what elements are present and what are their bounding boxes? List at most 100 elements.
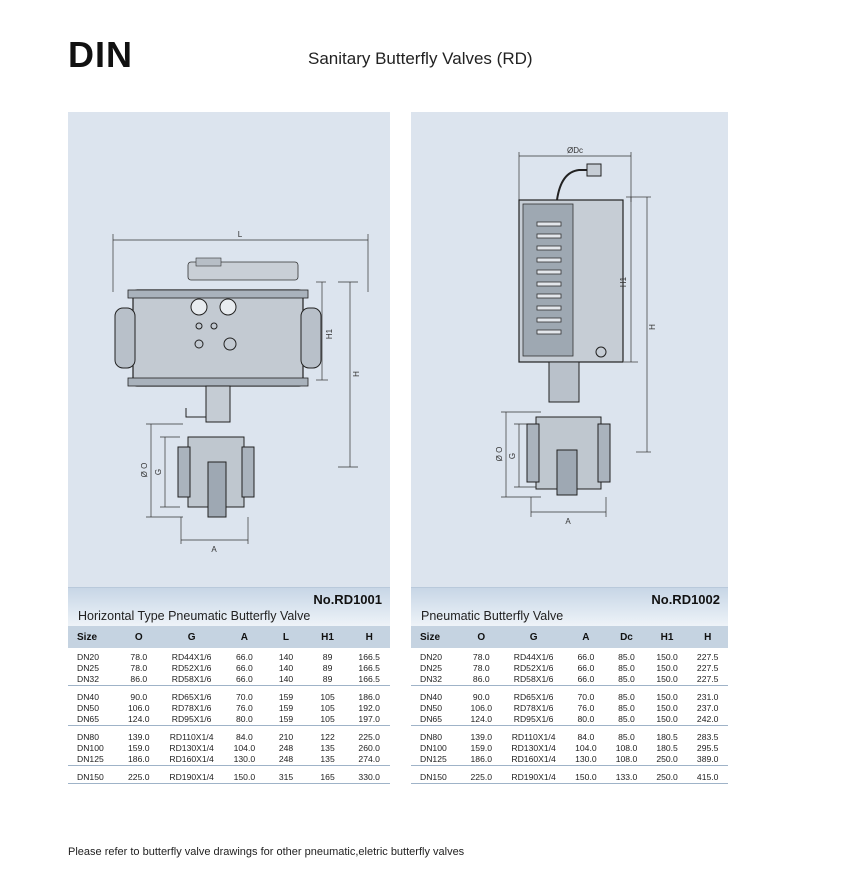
table-cell: DN25 bbox=[420, 663, 442, 673]
dim-label-o: Ø O bbox=[495, 447, 504, 462]
table-cell: 166.5 bbox=[358, 663, 380, 673]
valve-drawing-horizontal: L H1 H Ø O G A bbox=[112, 230, 369, 554]
table-cell: 283.5 bbox=[696, 732, 719, 742]
table-cell: DN20 bbox=[77, 652, 99, 662]
table-cell: 104.0 bbox=[233, 743, 256, 753]
table-cell: 150.0 bbox=[565, 772, 607, 784]
table-cell: 231.0 bbox=[696, 692, 719, 702]
column-header: H1 bbox=[646, 626, 688, 648]
table-cell: 78.0 bbox=[472, 652, 490, 662]
dim-label-dc: ØDc bbox=[567, 146, 583, 155]
table-cell: RD65X1/6 bbox=[171, 692, 212, 702]
column-header: H bbox=[348, 626, 390, 648]
column-header: O bbox=[461, 626, 502, 648]
table-cell: 106.0 bbox=[470, 703, 493, 713]
table-cell: DN50 bbox=[420, 703, 442, 713]
table-cell: DN150 bbox=[68, 772, 118, 784]
table-cell: 135 bbox=[320, 754, 335, 764]
drawing-rd1002: ØDc H1 H Ø O G A bbox=[411, 112, 728, 587]
table-cell: DN40 bbox=[420, 692, 442, 702]
table-cell: 274.0 bbox=[358, 754, 380, 764]
group-separator bbox=[411, 765, 728, 772]
table-cell: 85.0 bbox=[618, 692, 635, 702]
table-cell: 248 bbox=[278, 743, 294, 753]
table-cell: 180.5 bbox=[656, 732, 678, 742]
table-cell: 150.0 bbox=[656, 692, 678, 702]
table-cell: 186.0 bbox=[470, 754, 493, 764]
table-cell: 139.0 bbox=[128, 732, 150, 742]
table-cell: 166.5 bbox=[358, 652, 380, 662]
table-cell: 76.0 bbox=[236, 703, 253, 713]
column-header: O bbox=[118, 626, 160, 648]
table-cell: RD160X1/4 bbox=[169, 754, 214, 764]
table-cell: 66.0 bbox=[577, 652, 595, 662]
table-cell: RD44X1/6 bbox=[171, 652, 212, 662]
table-cell: 66.0 bbox=[577, 663, 595, 673]
drawing-rd1001: L H1 H Ø O G A bbox=[68, 112, 390, 587]
table-cell: 84.0 bbox=[236, 732, 253, 742]
table-cell: 227.5 bbox=[696, 674, 719, 684]
table-cell: 150.0 bbox=[656, 663, 678, 673]
table-cell: 159.0 bbox=[128, 743, 150, 753]
panel-rd1001: L H1 H Ø O G A No.RD1001 Horizontal Type… bbox=[68, 112, 390, 784]
table-cell: 70.0 bbox=[236, 692, 253, 702]
table-cell: 80.0 bbox=[577, 714, 595, 724]
table-cell: 166.5 bbox=[358, 674, 380, 684]
table-cell: DN65 bbox=[420, 714, 442, 724]
table-cell: 85.0 bbox=[618, 663, 635, 673]
table-cell: RD130X1/4 bbox=[169, 743, 214, 753]
table-cell: 133.0 bbox=[606, 772, 647, 784]
table-cell: DN65 bbox=[77, 714, 99, 724]
dim-label-a: A bbox=[565, 517, 571, 526]
column-header: A bbox=[223, 626, 266, 648]
dim-label-g: G bbox=[154, 469, 163, 475]
panel-rd1002: ØDc H1 H Ø O G A No.RD1002 Pneumatic But… bbox=[411, 112, 728, 784]
table-cell: 105 bbox=[320, 703, 335, 713]
table-cell: 66.0 bbox=[577, 674, 595, 684]
table-cell: 165 bbox=[306, 772, 349, 784]
table-cell: 106.0 bbox=[128, 703, 150, 713]
table-cell: 389.0 bbox=[696, 754, 719, 764]
table-cell: 108.0 bbox=[615, 754, 638, 764]
table-cell: RD130X1/4 bbox=[511, 743, 556, 753]
table-cell: RD78X1/6 bbox=[513, 703, 554, 713]
table-cell: RD190X1/4 bbox=[501, 772, 566, 784]
dim-label-h: H bbox=[352, 371, 361, 377]
table-cell: 86.0 bbox=[472, 674, 490, 684]
dim-label-a: A bbox=[211, 545, 217, 554]
table-cell: 85.0 bbox=[618, 732, 635, 742]
dim-label-l: L bbox=[238, 230, 243, 239]
table-cell: 330.0 bbox=[348, 772, 390, 784]
table-cell: DN40 bbox=[77, 692, 99, 702]
table-cell: 89 bbox=[322, 652, 333, 662]
table-cell: 159 bbox=[278, 714, 294, 724]
column-header: G bbox=[159, 626, 224, 648]
table-cell: 186.0 bbox=[128, 754, 150, 764]
table-cell: 89 bbox=[322, 663, 333, 673]
dim-label-h: H bbox=[648, 324, 657, 330]
table-cell: 85.0 bbox=[618, 652, 635, 662]
table-cell: RD190X1/4 bbox=[159, 772, 224, 784]
table-cell: 415.0 bbox=[687, 772, 728, 784]
table-cell: 89 bbox=[322, 674, 333, 684]
table-cell: 250.0 bbox=[646, 772, 688, 784]
table-cell: 76.0 bbox=[577, 703, 595, 713]
table-cell: RD110X1/4 bbox=[169, 732, 214, 742]
table-cell: 66.0 bbox=[236, 663, 253, 673]
table-cell: 84.0 bbox=[577, 732, 595, 742]
table-cell: DN125 bbox=[420, 754, 447, 764]
column-header: G bbox=[501, 626, 566, 648]
